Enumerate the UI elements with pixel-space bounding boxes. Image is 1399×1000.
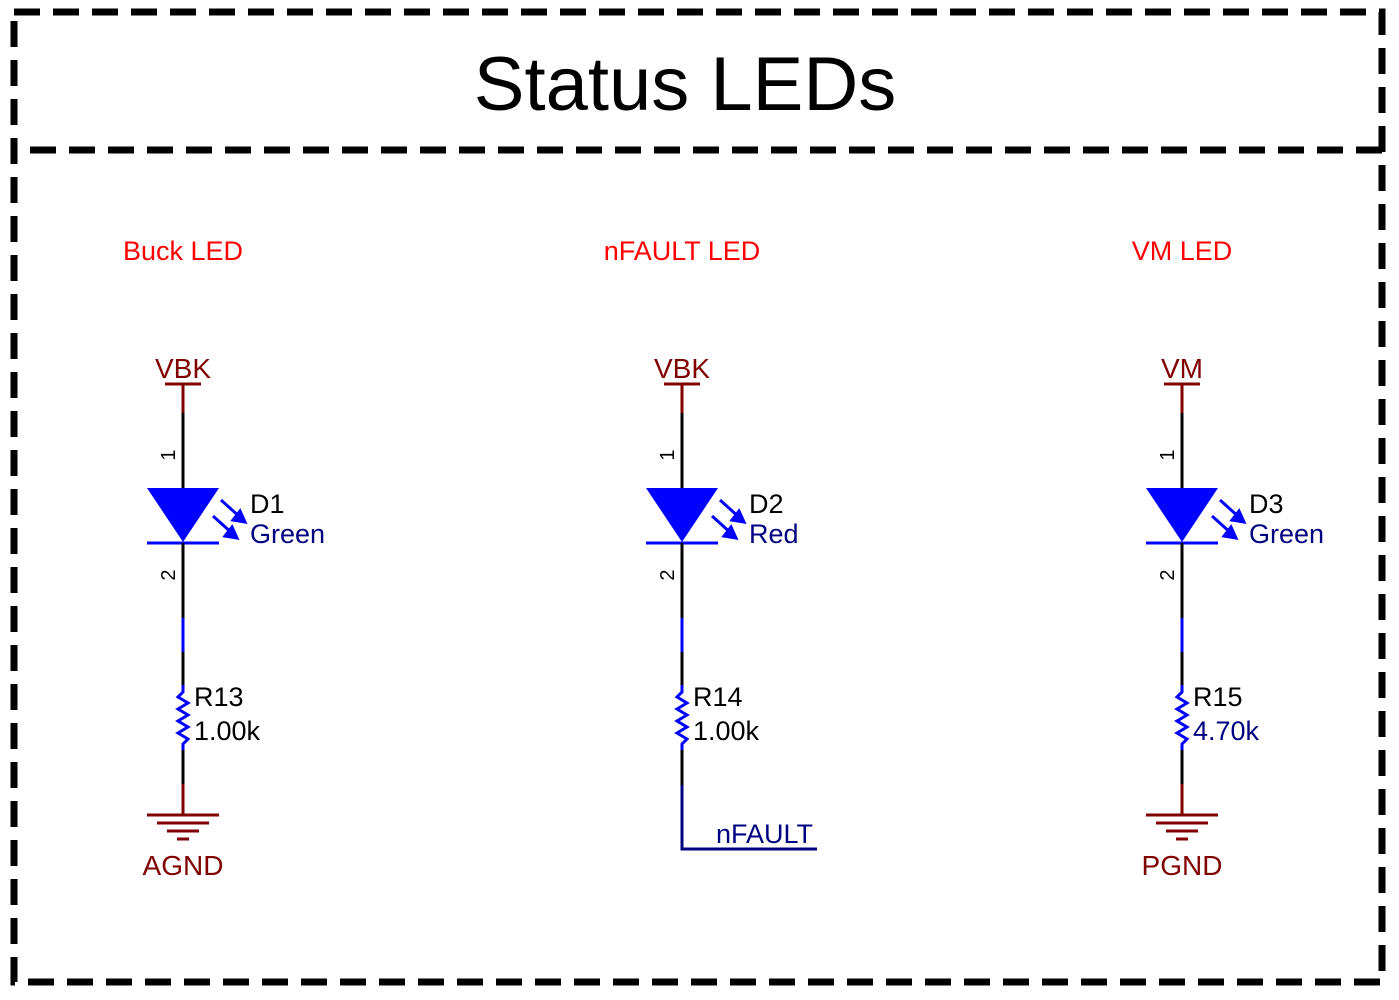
resistor-symbol[interactable] [1174, 685, 1190, 750]
sheet-title: Status LEDs [474, 42, 896, 127]
section-nfault-led: nFAULT LED VBK 1 D2 Red 2 R14 1.00k [604, 236, 817, 851]
net-label: nFAULT [716, 819, 813, 849]
ground-label: PGND [1142, 850, 1223, 881]
section-label: Buck LED [123, 236, 243, 266]
resistor-symbol[interactable] [175, 685, 191, 750]
supply-port-label: VM [1161, 353, 1203, 384]
section-label: VM LED [1132, 236, 1233, 266]
pin-number-cathode: 2 [1157, 569, 1179, 580]
pin-number-anode: 1 [1157, 449, 1179, 460]
ground-icon[interactable] [147, 784, 219, 841]
supply-port-symbol[interactable] [1164, 382, 1200, 413]
diode-ref: D2 [749, 489, 784, 519]
ground-icon[interactable] [1146, 784, 1218, 841]
supply-port-label: VBK [654, 353, 710, 384]
section-vm-led: VM LED VM 1 D3 Green 2 R15 4.70k [1132, 236, 1324, 881]
pin-number-cathode: 2 [657, 569, 679, 580]
light-emission-arrows-icon [710, 498, 747, 540]
diode-value: Red [749, 519, 799, 549]
resistor-ref: R15 [1193, 682, 1243, 712]
resistor-value: 4.70k [1193, 716, 1260, 746]
supply-port-label: VBK [155, 353, 211, 384]
resistor-value: 1.00k [194, 716, 261, 746]
diode-value: Green [1249, 519, 1324, 549]
section-buck-led: Buck LED VBK 1 D1 Green 2 R13 1.00k [123, 236, 325, 881]
pin-number-anode: 1 [657, 449, 679, 460]
diode-ref: D3 [1249, 489, 1284, 519]
ground-label: AGND [143, 850, 224, 881]
pin-number-cathode: 2 [158, 569, 180, 580]
diode-value: Green [250, 519, 325, 549]
supply-port-symbol[interactable] [664, 382, 700, 413]
light-emission-arrows-icon [1210, 498, 1247, 540]
supply-port-symbol[interactable] [165, 382, 201, 413]
resistor-ref: R14 [693, 682, 743, 712]
resistor-symbol[interactable] [674, 685, 690, 750]
diode-ref: D1 [250, 489, 285, 519]
sheet-border [10, 8, 1386, 986]
section-label: nFAULT LED [604, 236, 761, 266]
led-symbol[interactable] [646, 488, 747, 545]
net-wire-nfault[interactable] [680, 785, 817, 851]
pin-number-anode: 1 [158, 449, 180, 460]
led-symbol[interactable] [1146, 488, 1247, 545]
resistor-value: 1.00k [693, 716, 760, 746]
light-emission-arrows-icon [211, 498, 248, 540]
led-symbol[interactable] [147, 488, 248, 545]
resistor-ref: R13 [194, 682, 244, 712]
